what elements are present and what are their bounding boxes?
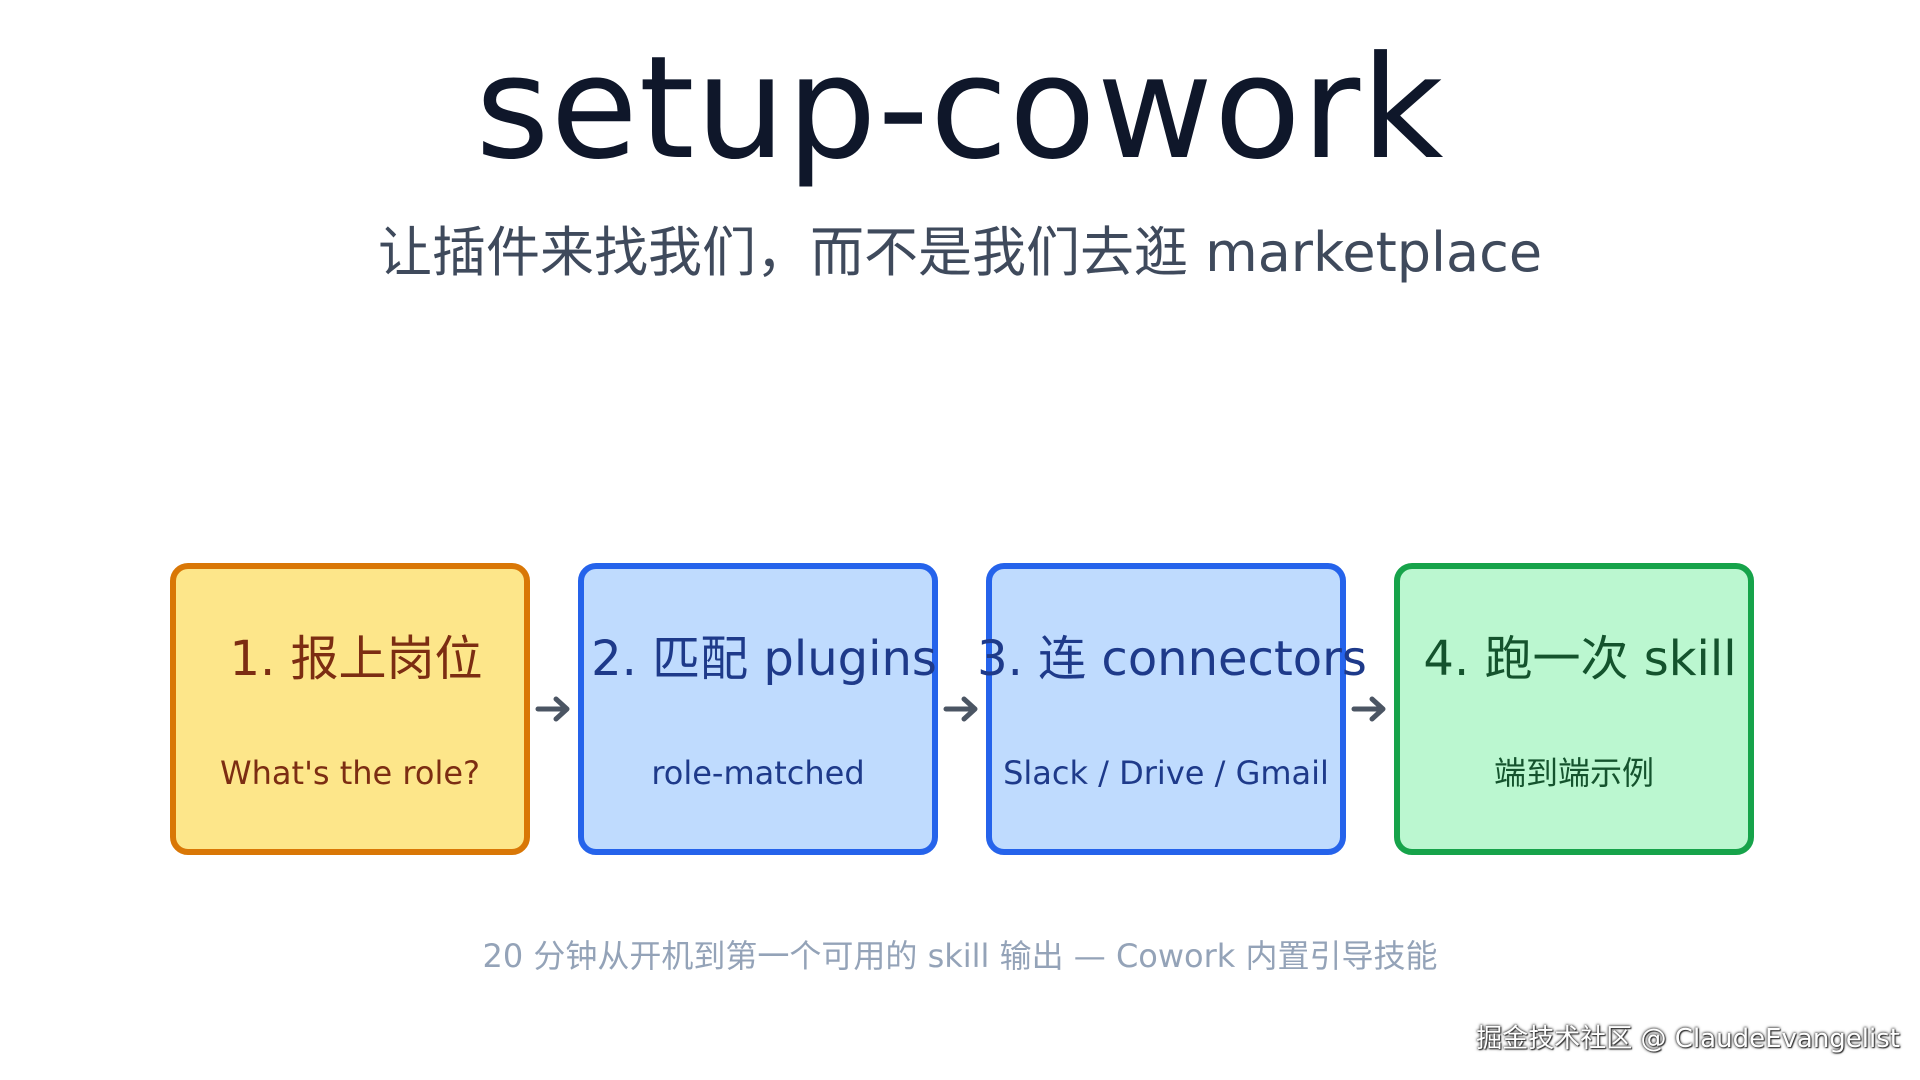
step-caption: role-matched xyxy=(651,754,865,792)
step-heading: 2. 匹配 plugins xyxy=(591,631,937,687)
arrow-right-icon xyxy=(1351,696,1386,722)
footer-note: 20 分钟从开机到第一个可用的 skill 输出 — Cowork 内置引导技能 xyxy=(482,937,1438,975)
watermark: 掘金技术社区 @ ClaudeEvangelist xyxy=(1476,1024,1900,1054)
slide-subtitle: 让插件来找我们，而不是我们去逛 marketplace xyxy=(377,221,1543,284)
step-box-skill: 4. 跑一次 skill 端到端示例 xyxy=(1394,563,1754,855)
arrow-right-icon xyxy=(535,696,570,722)
step-heading: 4. 跑一次 skill xyxy=(1423,631,1737,687)
step-heading: 1. 报上岗位 xyxy=(229,631,483,687)
step-caption: What's the role? xyxy=(220,754,480,792)
step-caption: Slack / Drive / Gmail xyxy=(1003,754,1329,792)
arrow-right-icon xyxy=(943,696,978,722)
step-box-connectors: 3. 连 connectors Slack / Drive / Gmail xyxy=(977,563,1367,855)
step-heading: 3. 连 connectors xyxy=(977,631,1367,687)
step-caption: 端到端示例 xyxy=(1493,754,1654,792)
step-box-role: 1. 报上岗位 What's the role? xyxy=(170,563,530,855)
slide-title: setup-cowork xyxy=(475,26,1445,191)
step-box-plugins: 2. 匹配 plugins role-matched xyxy=(578,563,938,855)
